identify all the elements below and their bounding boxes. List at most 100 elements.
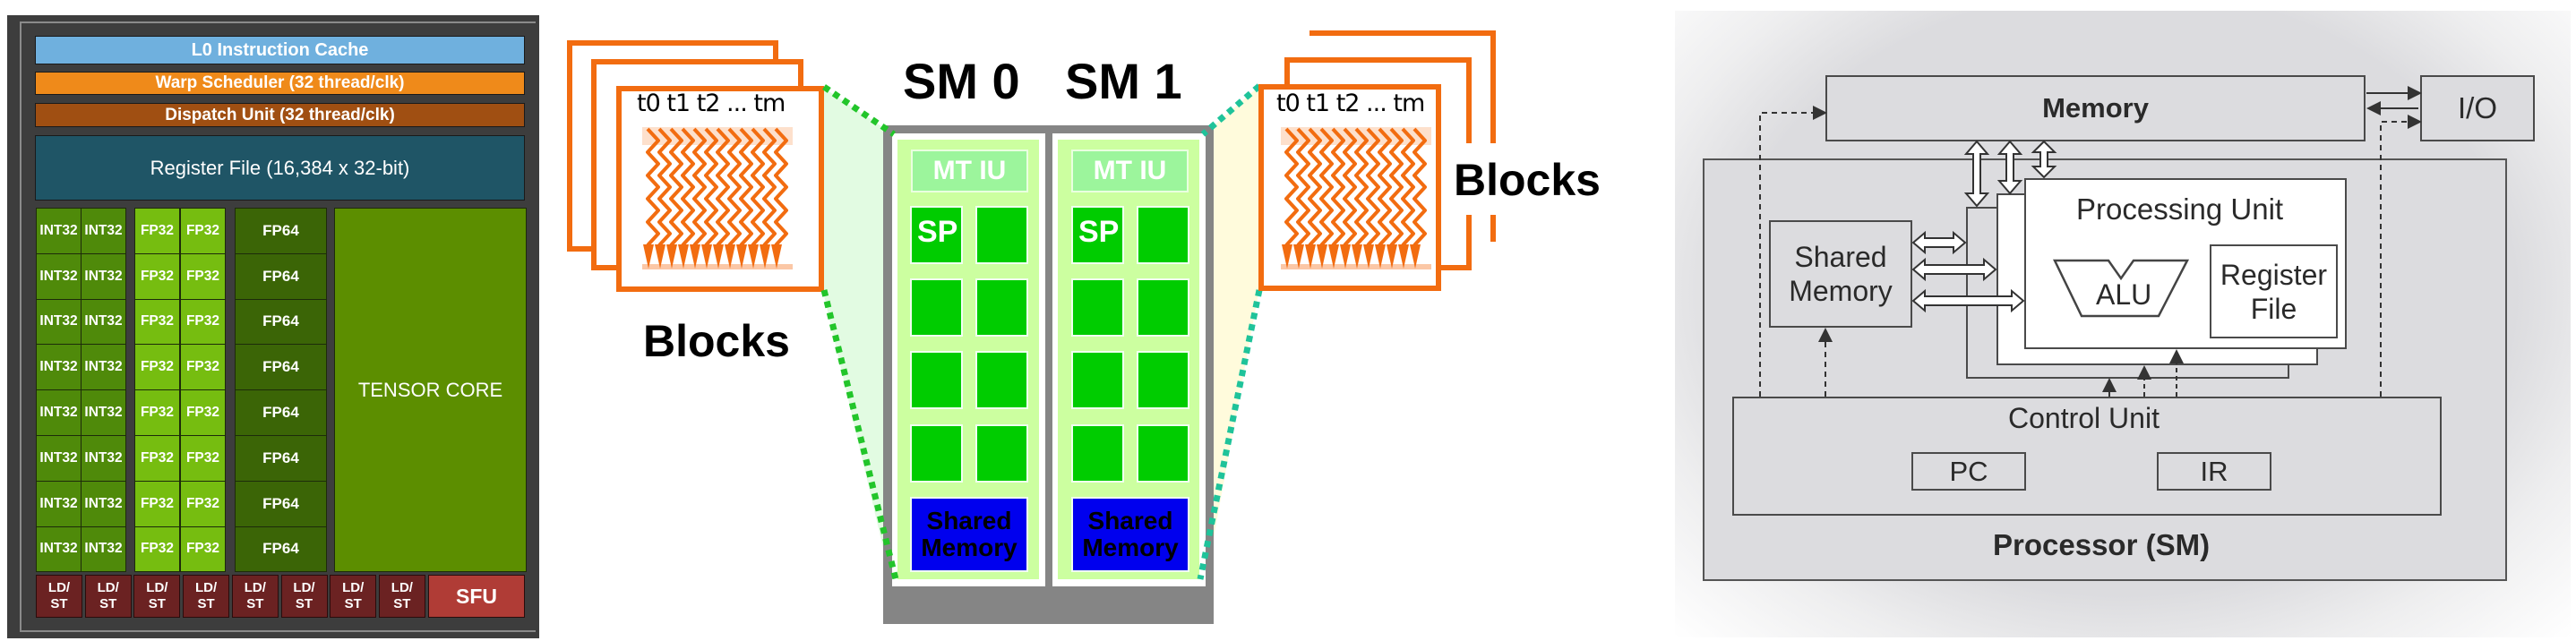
sm0-title: SM 0 [903,53,1020,109]
fp32-unit: FP32 [134,480,180,527]
memory-pu-front-double-arrow [2031,140,2057,179]
thread-path [1284,127,1299,247]
thread-arrowhead [643,244,654,269]
register-file-line1: Register [2220,258,2328,291]
fp32-unit: FP32 [180,208,226,254]
sp-label: SP [1078,215,1120,249]
thread-path [1389,127,1404,247]
thread-path [1366,127,1380,247]
sp-core: SP [910,206,963,264]
fp32-unit: FP32 [134,252,180,300]
right-caption-mask [1444,143,1507,215]
int32-unit: INT32 [36,208,82,254]
thread-path [669,127,683,247]
thread-arrowhead [713,244,724,269]
thread-arrowhead [771,244,782,269]
ldst-label-line1: LD/ [342,580,365,595]
ldst-label-line2: ST [393,596,411,611]
fp32-unit: FP32 [180,252,226,300]
shared-memory-label-line2: Memory [921,534,1018,561]
right-blocks-caption: Blocks [1454,155,1601,205]
processing-unit-front: Processing Unit ALU Register File [2024,178,2347,349]
sp-core [1137,351,1189,409]
ldst-unit: LD/ST [378,575,425,618]
thread-fade [642,264,793,269]
fp64-unit: FP64 [235,435,327,482]
fp32-unit: FP32 [180,389,226,436]
ldst-unit: LD/ST [84,575,132,618]
thread-arrowhead [1387,244,1397,269]
register-file: Register File (16,384 x 32-bit) [35,135,525,201]
thread-arrowhead [655,244,665,269]
right-upper-dotted-line [1200,83,1262,137]
ldst-unit: LD/ST [330,575,377,618]
sfu-unit: SFU [428,575,525,618]
thread-arrowhead [1282,244,1292,269]
thread-path [739,127,753,247]
memory-pu-back-double-arrow [1963,140,1990,208]
fp32-unit: FP32 [180,526,226,573]
ldst-unit: LD/ST [280,575,328,618]
ir-register-box: IR [2157,452,2271,491]
mt-iu-unit: MT IU [911,150,1028,192]
int32-unit: INT32 [81,389,126,436]
thread-arrowhead [1305,244,1316,269]
shared-memory-line2: Memory [1789,275,1893,307]
ldst-label-line2: ST [50,596,68,611]
fp32-unit: FP32 [180,480,226,527]
thread-path [762,127,777,247]
thread-path [1296,127,1310,247]
ldst-label-line1: LD/ [146,580,168,595]
thread-arrowhead [1328,244,1339,269]
ldst-label-line2: ST [344,596,362,611]
thread-arrowhead [736,244,747,269]
sm1-title: SM 1 [1065,53,1182,109]
control-unit-label: Control Unit [2008,402,2160,434]
right-thread-ids: t0 t1 t2 ... tm [1276,90,1425,117]
int32-unit: INT32 [36,526,82,573]
control-to-memory-dashed-arrow [1759,106,1827,397]
register-file-line2: File [2250,292,2297,325]
fp64-unit: FP64 [235,298,327,346]
thread-path [1401,127,1415,247]
thread-arrowhead [1375,244,1386,269]
mt-iu-unit: MT IU [1071,150,1189,192]
shared-memory-label-line1: Shared [926,507,1012,534]
fp32-unit: FP32 [134,208,180,254]
io-label: I/O [2457,91,2497,124]
pc-register-box: PC [1911,452,2026,491]
shared-pu-front-double-arrow [1911,288,2025,313]
right-lower-dotted-line [1197,289,1263,580]
int32-unit: INT32 [81,435,126,482]
thread-path [1308,127,1322,247]
left-upper-dotted-line [822,84,896,137]
fp64-unit: FP64 [235,208,327,254]
left-thread-ids: t0 t1 t2 ... tm [637,90,786,117]
int32-unit: INT32 [81,480,126,527]
shared-memory-label-line1: Shared [1087,507,1173,534]
int32-unit: INT32 [81,252,126,300]
thread-arrowhead [701,244,712,269]
ldst-label-line1: LD/ [293,580,315,595]
fp64-unit: FP64 [235,526,327,573]
int32-unit: INT32 [36,389,82,436]
sp-core [910,424,963,483]
ldst-label-line1: LD/ [391,580,413,595]
thread-arrowhead [725,244,735,269]
thread-path [692,127,707,247]
thread-path [1319,127,1334,247]
right-threads-icon [1281,127,1431,269]
control-to-io-dashed-arrow [2380,115,2422,397]
ldst-label-line1: LD/ [195,580,218,595]
thread-arrowhead [678,244,689,269]
fp32-unit: FP32 [180,344,226,391]
sp-label: SP [917,215,958,249]
ldst-label-line2: ST [295,596,313,611]
thread-path [716,127,730,247]
thread-arrowhead [1293,244,1304,269]
